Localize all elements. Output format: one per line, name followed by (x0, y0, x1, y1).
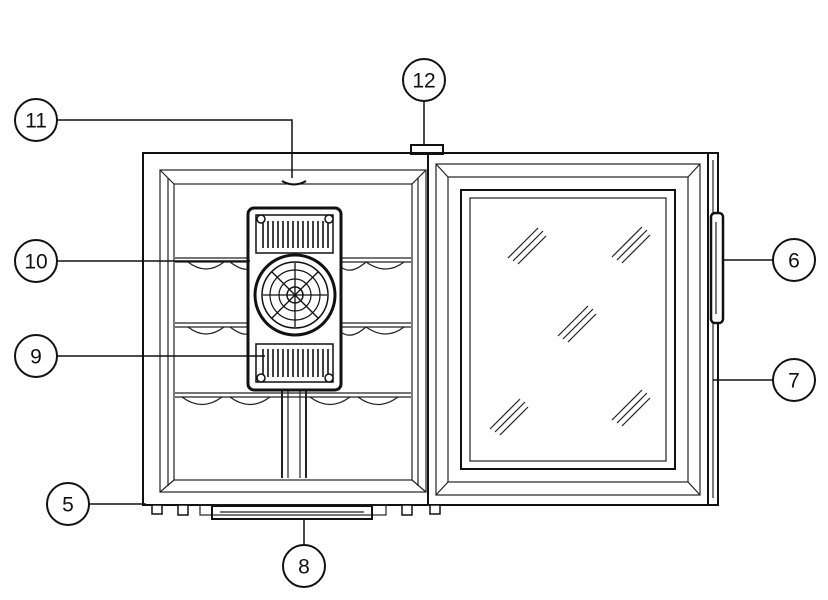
cooling-fan-module (246, 206, 343, 392)
glass-door (427, 152, 709, 506)
callout-label-12: 12 (412, 70, 435, 93)
glass-reflections (489, 226, 651, 436)
callout-10: 10 (14, 239, 58, 283)
side-profile (707, 152, 725, 506)
callout-7: 7 (772, 358, 816, 402)
callout-8: 8 (282, 544, 326, 588)
door-handle (709, 211, 725, 325)
callout-label-5: 5 (62, 494, 74, 517)
callout-9: 9 (14, 334, 58, 378)
callout-label-6: 6 (788, 250, 800, 273)
callout-12: 12 (402, 58, 446, 102)
leader-lines (57, 100, 773, 545)
callout-label-10: 10 (24, 251, 47, 274)
base-and-feet (151, 504, 441, 520)
callout-11: 11 (14, 98, 58, 142)
callout-6: 6 (772, 238, 816, 282)
callout-label-11: 11 (25, 110, 47, 133)
callout-label-9: 9 (30, 346, 42, 369)
callout-5: 5 (46, 482, 90, 526)
callout-label-8: 8 (298, 556, 310, 579)
callout-label-7: 7 (788, 370, 800, 393)
interior-light (281, 180, 307, 186)
